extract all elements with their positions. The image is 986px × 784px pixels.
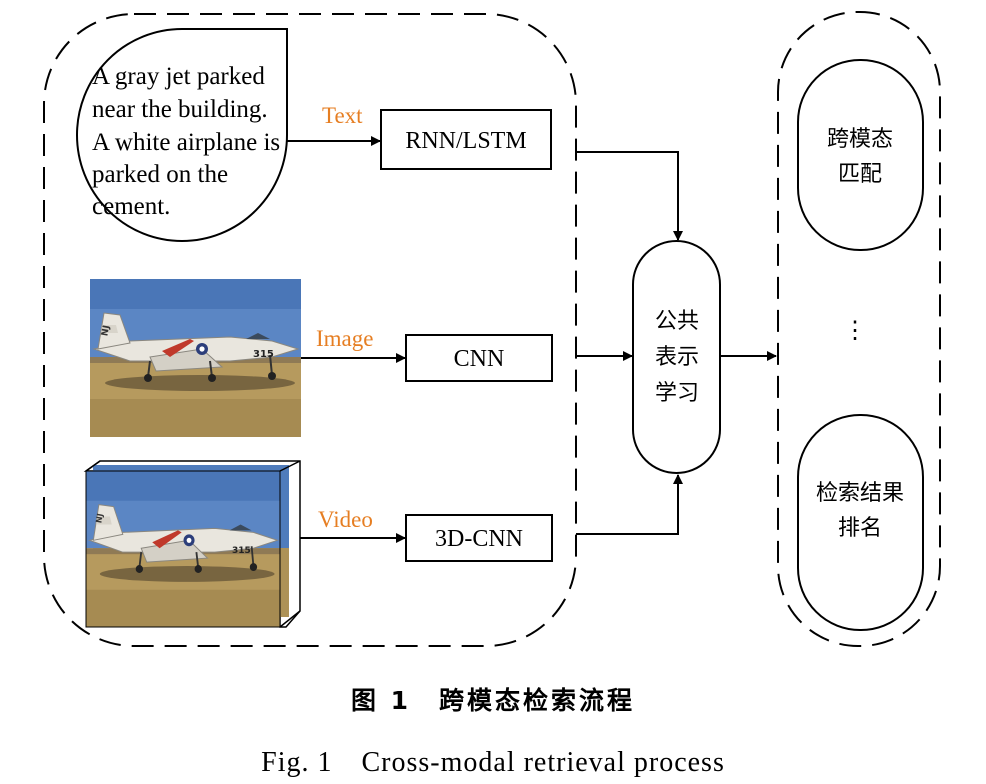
text-query-line-3: A white airplane is — [92, 129, 280, 156]
cross-modal-retrieval-diagram: A gray jet parked near the building. A w… — [43, 11, 941, 647]
tail-number: NJ — [100, 325, 112, 337]
video-nose-number: 315 — [232, 546, 251, 556]
3d-cnn-encoder — [405, 514, 553, 562]
text-query-line-4: parked on the — [92, 161, 228, 188]
text-query-line-5: cement. — [92, 193, 170, 220]
common-representation-line-2: 表示 — [655, 345, 699, 370]
cross-modal-matching-module — [797, 59, 924, 251]
image-input: NJ 315 — [90, 279, 301, 437]
rnn-lstm-encoder-label: RNN/LSTM — [405, 128, 526, 154]
ranking-line-2: 排名 — [838, 516, 882, 541]
text-modality-label: Text — [322, 103, 363, 128]
common-representation-line-1: 公共 — [655, 309, 699, 334]
text-query-bubble — [76, 28, 288, 242]
3d-cnn-encoder-label: 3D-CNN — [435, 526, 523, 552]
cnn-encoder — [405, 334, 553, 382]
matching-line-2: 匹配 — [838, 162, 882, 187]
text-feature-connector — [576, 151, 683, 241]
common-representation-line-3: 学习 — [655, 381, 699, 406]
text-query-line-2: near the building. — [92, 96, 268, 123]
vertical-ellipsis: ⋮ — [843, 318, 867, 344]
retrieval-ranking-module — [797, 414, 924, 631]
text-query-line-1: A gray jet parked — [92, 63, 265, 90]
input-encoding-group — [43, 13, 577, 647]
rnn-lstm-encoder — [380, 109, 552, 170]
cnn-encoder-label: CNN — [454, 346, 505, 372]
video-input: NJ 315 — [83, 460, 301, 628]
video-modality-label: Video — [318, 507, 373, 532]
video-tail-number: NJ — [94, 513, 105, 524]
ranking-line-1: 检索结果 — [816, 481, 904, 506]
matching-line-1: 跨模态 — [827, 127, 893, 152]
image-modality-label: Image — [316, 326, 373, 351]
video-feature-connector — [576, 474, 683, 535]
figure-caption-english: Fig. 1 Cross-modal retrieval process — [261, 747, 725, 778]
nose-number: 315 — [253, 349, 274, 360]
figure-caption-chinese: 图 1 跨模态检索流程 — [350, 686, 636, 715]
retrieval-output-group — [777, 11, 941, 647]
